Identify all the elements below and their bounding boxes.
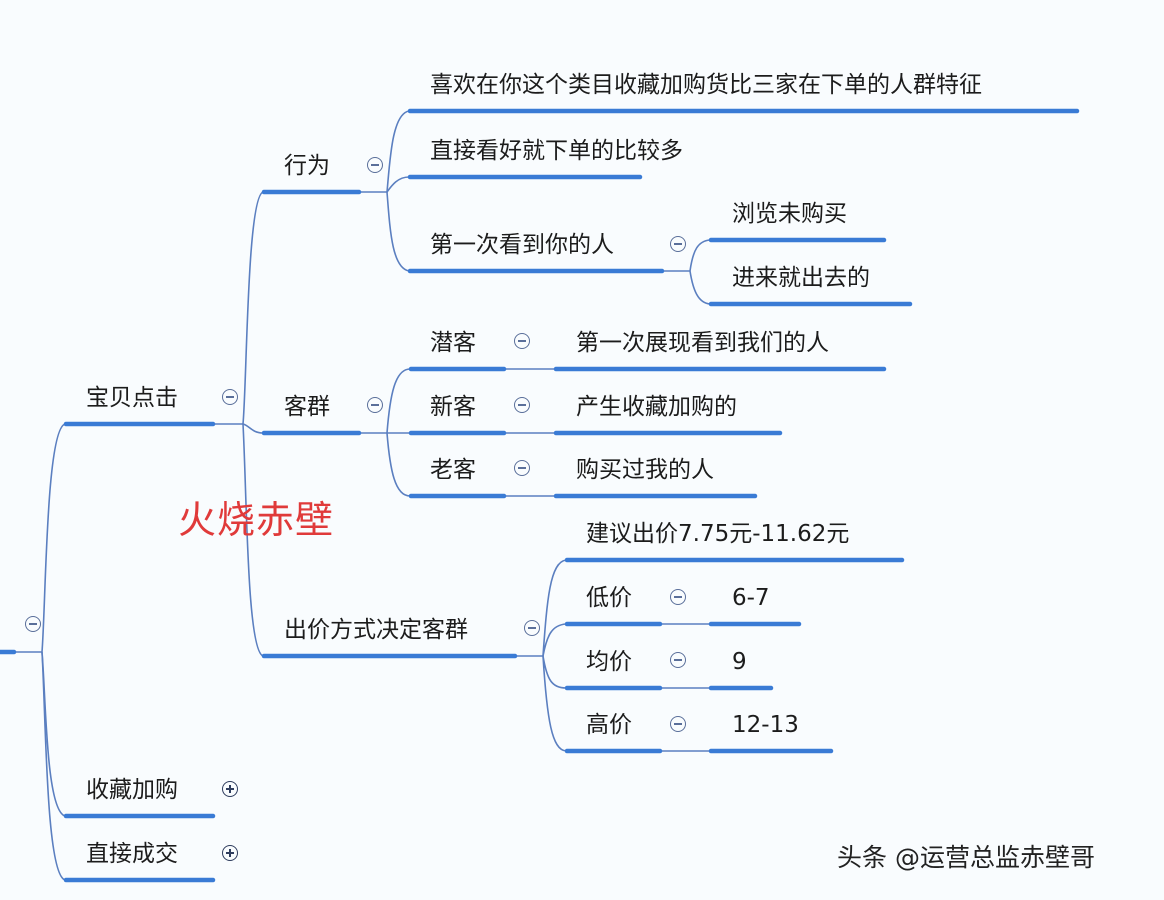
node-kequn-xinke[interactable]: 新客 [430, 394, 476, 420]
node-xingwei-child-1[interactable]: 喜欢在你这个类目收藏加购货比三家在下单的人群特征 [430, 72, 982, 98]
watermark-text: 火烧赤壁 [178, 498, 335, 542]
chujia-collapse-toggle[interactable] [524, 620, 540, 636]
node-zhijie-chengjiao[interactable]: 直接成交 [86, 841, 178, 867]
node-price-low[interactable]: 低价 [586, 585, 632, 611]
laoke-collapse-toggle[interactable] [514, 460, 530, 476]
root-collapse-toggle[interactable] [25, 616, 41, 632]
zhijie-expand-toggle[interactable] [222, 845, 238, 861]
node-shoucang-jiagou[interactable]: 收藏加购 [86, 777, 178, 803]
node-price-avg[interactable]: 均价 [586, 649, 632, 675]
qianke-collapse-toggle[interactable] [514, 333, 530, 349]
node-price-high-value[interactable]: 12-13 [732, 712, 799, 738]
kequn-collapse-toggle[interactable] [367, 397, 383, 413]
node-qianke-desc[interactable]: 第一次展现看到我们的人 [576, 330, 829, 356]
price-avg-collapse-toggle[interactable] [670, 652, 686, 668]
node-price-high[interactable]: 高价 [586, 712, 632, 738]
author-credit: 头条 @运营总监赤壁哥 [837, 843, 1095, 872]
node-xingwei-child-2[interactable]: 直接看好就下单的比较多 [430, 138, 683, 164]
node-price-avg-value[interactable]: 9 [732, 649, 747, 675]
baobei-collapse-toggle[interactable] [222, 389, 238, 405]
node-first-seen-bounce[interactable]: 进来就出去的 [732, 265, 870, 291]
xinke-collapse-toggle[interactable] [514, 397, 530, 413]
node-price-low-value[interactable]: 6-7 [732, 585, 770, 611]
first-seen-collapse-toggle[interactable] [670, 236, 686, 252]
node-kequn-laoke[interactable]: 老客 [430, 457, 476, 483]
node-chujia-suggestion[interactable]: 建议出价7.75元-11.62元 [586, 521, 850, 547]
price-high-collapse-toggle[interactable] [670, 716, 686, 732]
xingwei-collapse-toggle[interactable] [367, 157, 383, 173]
node-xinke-desc[interactable]: 产生收藏加购的 [576, 394, 737, 420]
node-xingwei-child-3[interactable]: 第一次看到你的人 [430, 232, 614, 258]
node-kequn-qianke[interactable]: 潜客 [430, 330, 476, 356]
node-baobei-click[interactable]: 宝贝点击 [86, 385, 178, 411]
node-first-seen-browse[interactable]: 浏览未购买 [732, 201, 847, 227]
node-xingwei[interactable]: 行为 [284, 153, 330, 179]
node-chujia[interactable]: 出价方式决定客群 [284, 617, 468, 643]
price-low-collapse-toggle[interactable] [670, 589, 686, 605]
node-kequn[interactable]: 客群 [284, 394, 330, 420]
shoucang-expand-toggle[interactable] [222, 781, 238, 797]
node-laoke-desc[interactable]: 购买过我的人 [576, 457, 714, 483]
